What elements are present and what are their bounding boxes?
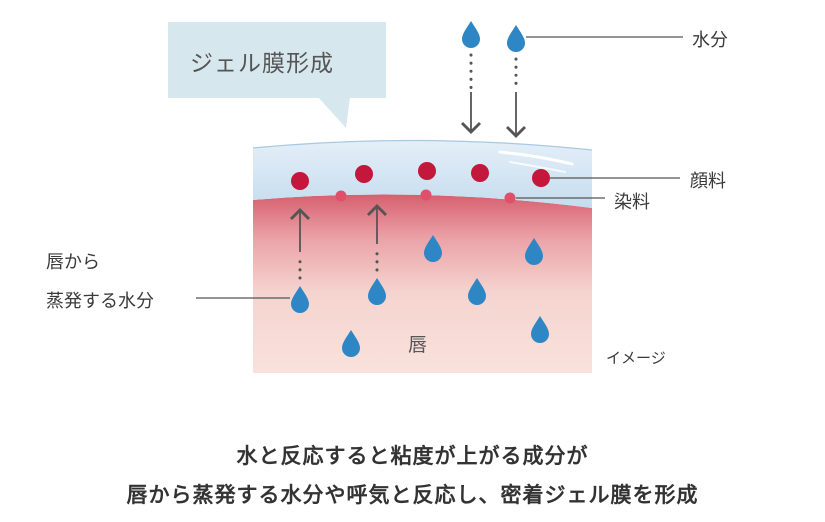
evaporate-label-line1: 唇から: [46, 252, 100, 273]
water-drop-icon: [424, 235, 442, 262]
dye-particle: [420, 189, 432, 201]
pigment-particle: [471, 164, 489, 182]
image-note: イメージ: [606, 349, 666, 367]
lips-label: 唇: [408, 334, 428, 356]
evaporation-arrows: [289, 203, 388, 280]
pigment-particle: [355, 165, 373, 183]
incoming-water-arrows: [460, 53, 527, 139]
water-drop-icon: [342, 330, 360, 357]
caption-line-2: 唇から蒸発する水分や呼気と反応し、密着ジェル膜を形成: [126, 483, 699, 507]
pigment-particle: [291, 172, 309, 190]
water-drop-icon: [531, 316, 549, 343]
pigment-particles: [291, 162, 550, 190]
water-drop-icon: [368, 278, 386, 305]
pigment-particle: [532, 169, 550, 187]
lip-cross-section: [253, 194, 592, 373]
water-drop-icon: [462, 21, 480, 48]
water-drop-icon: [525, 238, 543, 265]
water-drops: [291, 21, 549, 357]
pigment-label: 顔料: [690, 171, 726, 192]
water-drop-icon: [507, 25, 525, 52]
dye-particle: [504, 192, 516, 204]
dye-label: 染料: [614, 192, 650, 213]
water-drop-icon: [468, 278, 486, 305]
water-label: 水分: [692, 30, 728, 51]
callout-title: ジェル膜形成: [190, 51, 334, 77]
water-drop-icon: [291, 286, 309, 313]
leader-lines: [196, 36, 683, 299]
dye-particles: [335, 189, 516, 204]
evaporate-label-line2: 蒸発する水分: [46, 291, 154, 312]
caption-line-1: 水と反応すると粘度が上がる成分が: [236, 444, 589, 468]
pigment-particle: [418, 162, 436, 180]
dye-particle: [335, 190, 347, 202]
callout-bubble: [168, 22, 386, 128]
